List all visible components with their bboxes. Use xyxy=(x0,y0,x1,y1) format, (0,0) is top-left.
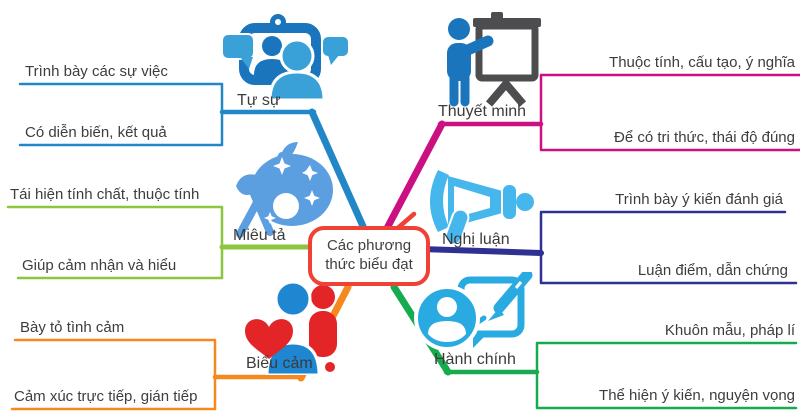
branch-item: Cảm xúc trực tiếp, gián tiếp xyxy=(14,388,198,405)
branch-label-mieu-ta: Miêu tả xyxy=(233,227,286,244)
person-document-pen-icon xyxy=(414,272,533,351)
branch-item: Có diễn biến, kết quả xyxy=(25,124,167,141)
presenter-board-icon xyxy=(447,12,541,107)
video-conversation-icon xyxy=(222,14,350,100)
branch-nghi-luan-lines xyxy=(418,210,798,285)
branch-item: Bày tỏ tình cảm xyxy=(20,319,125,336)
branch-item: Khuôn mẫu, pháp lí xyxy=(664,322,795,339)
branch-label-tu-su: Tự sự xyxy=(237,92,281,109)
branch-label-bieu-cam: Biểu cảm xyxy=(246,355,313,372)
center-node-line2: thức biểu đạt xyxy=(325,255,413,273)
branch-item: Để có tri thức, thái độ đúng xyxy=(614,129,795,146)
branch-item: Trình bày các sự việc xyxy=(25,63,168,80)
branch-label-hanh-chinh: Hành chính xyxy=(434,351,516,368)
branch-item: Thuộc tính, cấu tạo, ý nghĩa xyxy=(609,54,795,71)
person-heart-icon xyxy=(245,281,337,375)
branch-item: Giúp cảm nhận và hiểu xyxy=(22,257,177,274)
branch-tu-su-lines xyxy=(18,82,370,237)
branch-item: Luận điểm, dẫn chứng xyxy=(637,262,788,279)
paint-palette-icon xyxy=(236,142,333,238)
branch-item: Trình bày ý kiến đánh giá xyxy=(615,191,783,208)
megaphone-icon xyxy=(430,170,534,246)
branch-item: Thể hiện ý kiến, nguyện vọng xyxy=(599,387,795,404)
branch-label-nghi-luan: Nghị luận xyxy=(442,231,510,248)
branch-item: Tái hiện tính chất, thuộc tính xyxy=(10,186,200,203)
branch-mieu-ta-lines xyxy=(6,205,317,280)
branch-label-thuyet-minh: Thuyết minh xyxy=(438,103,527,120)
branch-thuyet-minh-lines xyxy=(381,73,800,236)
center-node-line1: Các phương xyxy=(326,237,412,254)
center-node: Các phương thức biểu đạt xyxy=(308,226,430,286)
